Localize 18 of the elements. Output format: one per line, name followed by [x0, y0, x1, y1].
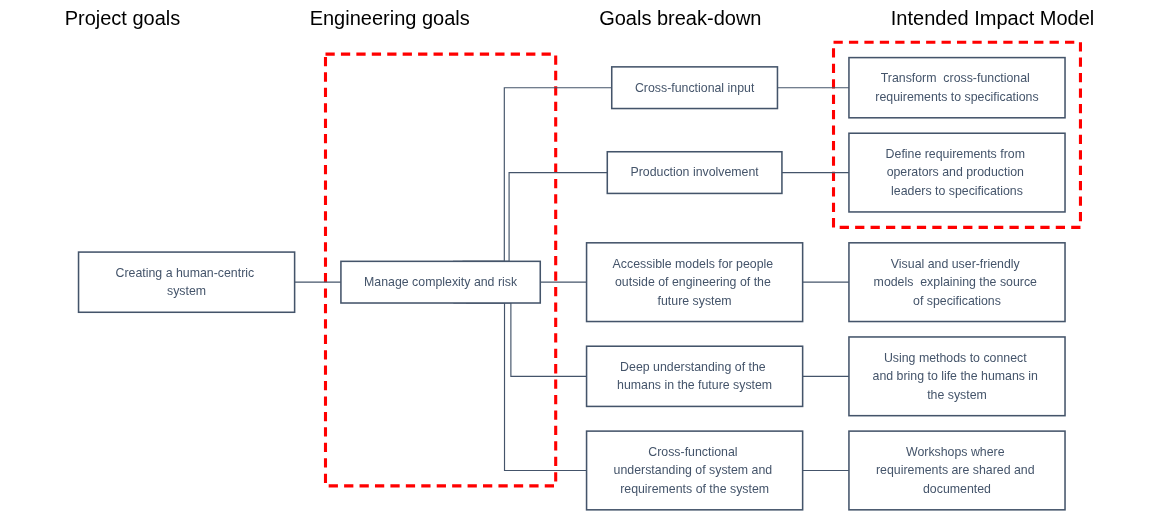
node-box: Production involvement	[606, 151, 783, 195]
node-box: Creating a human-centric system	[77, 251, 296, 314]
node-box: Deep understanding of the humans in the future system	[585, 345, 804, 408]
column-heading: Goals break-down	[599, 6, 762, 30]
node-box: Define requirements from operators and production leaders to specifications	[848, 132, 1066, 213]
cluster	[323, 52, 558, 488]
node-box: Cross-functional input	[610, 66, 779, 110]
node-box: Workshops where requirements are shared and documented	[848, 430, 1066, 511]
column-heading: Intended Impact Model	[890, 6, 1095, 30]
column-heading: Engineering goals	[309, 6, 470, 30]
node-box: Visual and user-friendly models explaining the source of specifications	[848, 242, 1066, 323]
node-box: Using methods to connect and bring to life the humans in the system	[848, 336, 1066, 417]
node-box: Manage complexity and risk	[340, 260, 542, 304]
node-box: Cross-functional understanding of system and requirements of the system	[585, 430, 804, 511]
node-box: Accessible models for people outside of engineering of the future system	[585, 242, 804, 323]
node-box: Transform cross-functional requirements to specifications	[848, 56, 1066, 119]
cluster	[831, 40, 1082, 229]
column-heading: Project goals	[64, 6, 181, 30]
